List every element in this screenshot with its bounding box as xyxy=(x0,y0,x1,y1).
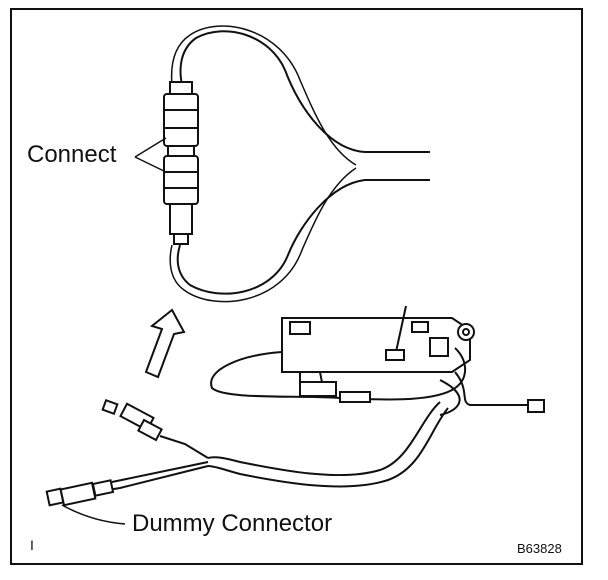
module-assembly xyxy=(210,305,545,416)
figure-frame xyxy=(10,8,583,565)
figure-code: B63828 xyxy=(517,541,562,556)
connector-pair xyxy=(163,81,199,245)
connect-leader-lines xyxy=(134,137,167,173)
up-arrow-icon xyxy=(144,308,186,379)
small-connector xyxy=(101,398,163,442)
dummy-connector-leader xyxy=(61,504,126,525)
dummy-connector-label: Dummy Connector xyxy=(132,510,333,537)
connect-label: Connect xyxy=(27,141,117,168)
corner-mark: I xyxy=(30,537,34,553)
connected-harness-loop xyxy=(169,25,430,303)
dummy-connector xyxy=(45,479,115,507)
